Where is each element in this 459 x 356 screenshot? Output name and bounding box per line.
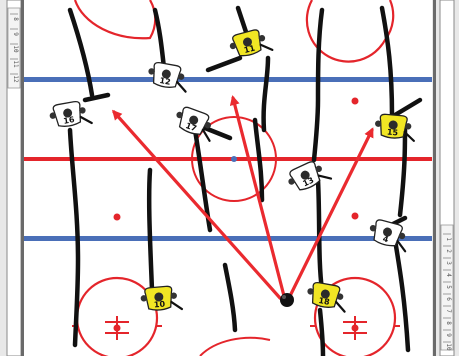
player-number: 15 (387, 128, 399, 138)
board-tick-label: 10 (445, 343, 452, 351)
center-red-line (24, 157, 432, 161)
board-tick-label: 9 (12, 32, 19, 36)
board-tick-label: 6 (445, 297, 452, 301)
board-tick-label: 3 (445, 261, 452, 265)
bottom-right-faceoff-dot (352, 325, 359, 332)
board-tick-label: 11 (12, 60, 19, 68)
puck-icon (280, 293, 294, 307)
board-tick-label: 2 (445, 249, 452, 253)
board-tick-label: 7 (445, 309, 452, 313)
board-tick-label: 10 (12, 45, 19, 53)
player-number: 10 (154, 299, 166, 309)
center-faceoff-dot (231, 156, 237, 162)
left-board (0, 0, 24, 356)
neutral-dot-top-right (352, 98, 359, 105)
neutral-dot-bottom-left (114, 214, 121, 221)
bottom-left-faceoff-dot (114, 325, 121, 332)
top-blue-line (24, 77, 432, 82)
board-tick-label: 4 (445, 273, 452, 277)
board-tick-label: 9 (445, 333, 452, 337)
right-board (432, 0, 459, 356)
board-tick-label: 12 (12, 75, 19, 83)
board-tick-label: 8 (445, 321, 452, 325)
player-number: 12 (159, 76, 172, 87)
neutral-dot-bottom-right (352, 213, 359, 220)
board-tick-label: 1 (445, 237, 452, 241)
board-tick-label: 8 (12, 17, 19, 21)
skate-path-10 (149, 170, 152, 290)
board-tick-label: 5 (445, 285, 452, 289)
